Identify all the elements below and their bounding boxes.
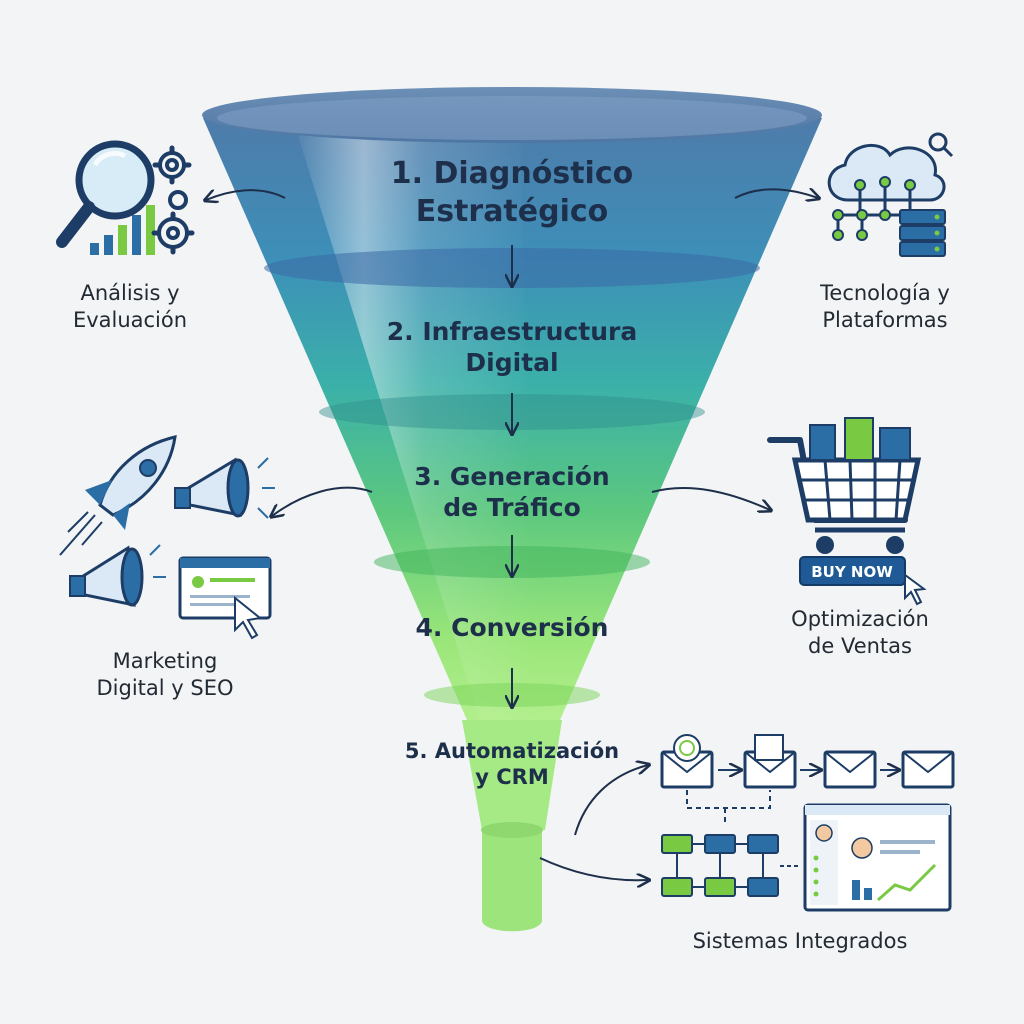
systems-label: Sistemas Integrados — [660, 928, 940, 955]
technology-line2: Plataformas — [822, 308, 948, 333]
cloud-network-servers-icon — [827, 132, 954, 257]
sales-line2: de Ventas — [808, 634, 912, 659]
stage-1-label: 1. Diagnóstico Estratégico — [332, 155, 692, 230]
rocket-icon — [59, 435, 177, 556]
analysis-line1: Análisis y — [80, 281, 180, 305]
stage-4-line1: 4. Conversión — [415, 613, 609, 642]
stage-2-line1: 2. Infraestructura — [386, 317, 638, 346]
sales-label: Optimización de Ventas — [765, 606, 955, 661]
technology-line1: Tecnología y — [820, 281, 950, 305]
shopping-cart-icon — [767, 417, 922, 554]
buy-now-label: BUY NOW — [811, 563, 893, 581]
stage-5-line1: 5. Automatización — [404, 739, 620, 763]
rocket-megaphones-browser-icon — [59, 435, 275, 640]
stage-5-label: 5. Automatización y CRM — [332, 738, 692, 791]
stage-3-line2: de Tráfico — [443, 493, 581, 523]
megaphone-icon — [69, 544, 166, 607]
funnel-spout — [482, 830, 542, 932]
megaphone-icon — [174, 457, 275, 519]
stage-5-line2: y CRM — [475, 765, 549, 790]
technology-label: Tecnología y Plataformas — [790, 280, 980, 335]
browser-window-icon — [178, 556, 272, 640]
stage-2-label: 2. Infraestructura Digital — [332, 316, 692, 379]
stage-1-line2: Estratégico — [415, 193, 609, 229]
magnifier-gears-chart-icon — [56, 140, 195, 255]
stage-2-line2: Digital — [465, 348, 559, 378]
buy-now-button[interactable]: BUY NOW — [799, 556, 927, 606]
stage-3-line1: 3. Generación — [414, 462, 610, 491]
analysis-label: Análisis y Evaluación — [40, 280, 220, 335]
connector-arrows — [206, 189, 818, 880]
marketing-label: Marketing Digital y SEO — [70, 648, 260, 703]
systems-line1: Sistemas Integrados — [692, 929, 908, 953]
dashboard-window-icon — [803, 803, 952, 912]
analysis-line2: Evaluación — [72, 308, 188, 333]
marketing-line1: Marketing — [112, 649, 218, 673]
stage-3-label: 3. Generación de Tráfico — [332, 461, 692, 524]
stage-4-label: 4. Conversión — [332, 612, 692, 643]
email-workflow-dashboard-icon — [660, 734, 955, 912]
marketing-line2: Digital y SEO — [96, 676, 234, 701]
stage-1-line1: 1. Diagnóstico — [390, 156, 634, 191]
sales-line1: Optimización — [791, 607, 929, 631]
